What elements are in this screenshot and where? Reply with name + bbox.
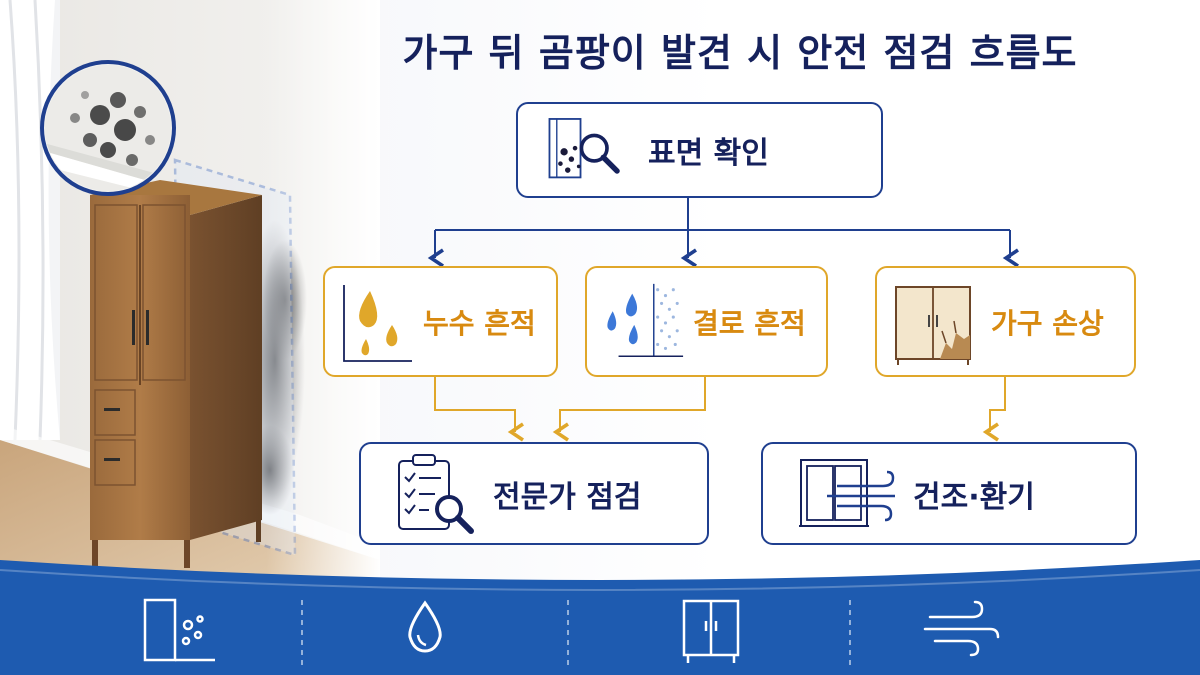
node-furniture-damage: 가구 손상 — [875, 266, 1136, 377]
node-label: 결로 흔적 — [693, 306, 806, 340]
node-label: 누수 흔적 — [423, 306, 536, 340]
node-dry-ventilate: 건조·환기 — [761, 442, 1137, 545]
water-drop-icon — [408, 600, 442, 653]
wind-icon — [923, 600, 1000, 657]
wardrobe-mold-illustration — [0, 0, 380, 600]
footer-band — [0, 560, 1200, 675]
node-label: 가구 손상 — [991, 306, 1104, 340]
node-leak-trace: 누수 흔적 — [323, 266, 558, 377]
node-label: 표면 확인 — [648, 136, 769, 171]
page-title: 가구 뒤 곰팡이 발견 시 안전 점검 흐름도 — [402, 31, 1078, 75]
node-label: 전문가 점검 — [493, 479, 642, 515]
footer-icon-row — [143, 598, 1000, 665]
mold-wall-icon — [143, 598, 215, 662]
node-condensation-trace: 결로 흔적 — [585, 266, 828, 377]
window-wind-icon — [799, 458, 895, 527]
clipboard-magnifier-icon — [398, 453, 474, 534]
cabinet-icon — [682, 599, 740, 663]
blue-branch-lines — [427, 198, 1019, 268]
node-surface-check: 표면 확인 — [516, 102, 883, 198]
water-drops-icon — [343, 284, 412, 362]
node-label: 건조·환기 — [913, 479, 1035, 515]
damaged-cabinet-icon — [895, 285, 971, 365]
gold-merge-lines — [434, 377, 1006, 442]
mold-magnifier-icon — [548, 118, 620, 179]
condensation-icon — [607, 283, 684, 357]
node-expert-inspection: 전문가 점검 — [359, 442, 709, 545]
